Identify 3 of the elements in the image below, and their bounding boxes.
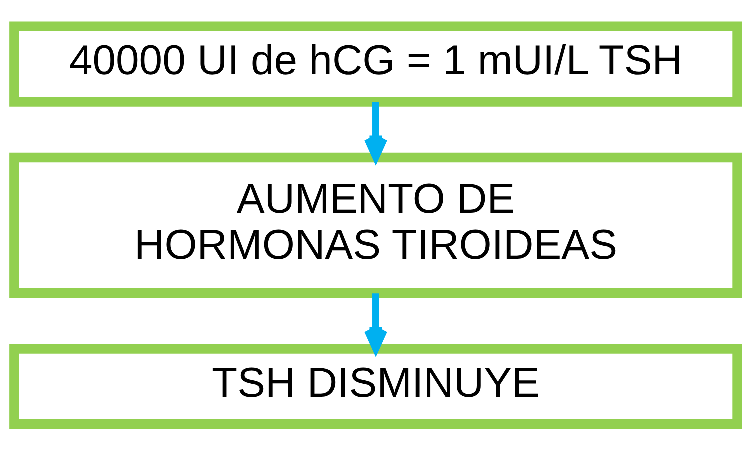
node-box: 40000 UI de hCG = 1 mUI/L TSH: [10, 22, 742, 107]
node-box: AUMENTO DE HORMONAS TIROIDEAS: [10, 152, 742, 298]
node-box: TSH DISMINUYE: [10, 344, 742, 430]
